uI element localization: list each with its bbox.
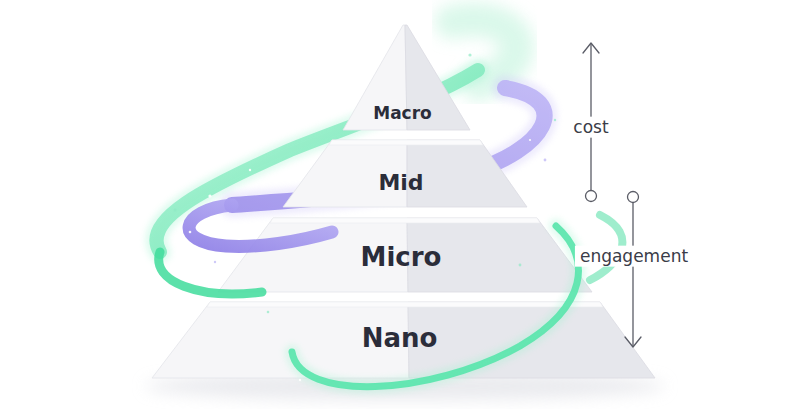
tier-ledge	[270, 218, 540, 223]
tier-label: Mid	[378, 172, 423, 194]
cost-label: cost	[568, 117, 613, 138]
tier-label: Nano	[362, 325, 438, 351]
engagement-label: engagement	[575, 246, 693, 267]
scale-arrows	[583, 43, 641, 347]
tier-mid: Mid	[283, 140, 527, 207]
tier-right-face	[408, 302, 655, 378]
tier-label: Micro	[361, 244, 442, 270]
tier-macro: Macro	[343, 25, 470, 130]
tier-ledge	[207, 302, 603, 307]
tier-micro: Micro	[218, 218, 592, 292]
tier-right-face	[407, 140, 527, 207]
tier-label: Macro	[373, 105, 432, 122]
tier-nano: Nano	[152, 302, 655, 378]
tier-ledge	[329, 140, 483, 145]
